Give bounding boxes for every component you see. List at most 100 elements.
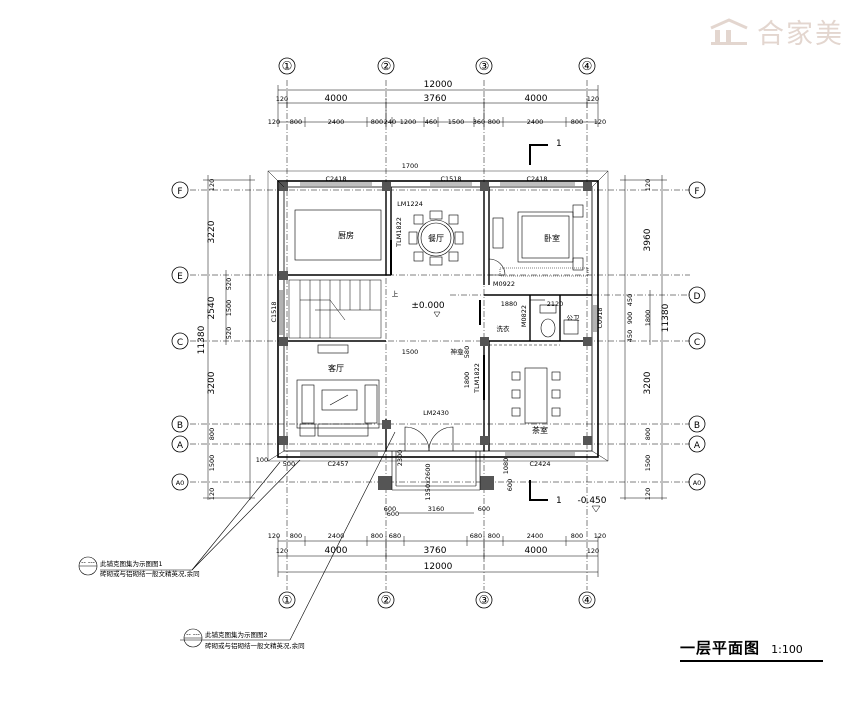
section-marks	[529, 144, 548, 501]
axis-bubbles-sides: F E C B A A0 F D C B A A0	[171, 181, 706, 491]
floor-level: ±0.000	[411, 301, 445, 311]
left-row-2: 2540	[207, 296, 217, 319]
dimension-text-bottom: 600 3160 600 120 800 2400 800 680 680 80…	[268, 505, 606, 572]
axis-c-right: C	[694, 338, 700, 348]
seg-top-10: 800	[488, 118, 500, 126]
room-wash: 洗衣	[497, 324, 511, 333]
dimension-lines-top	[277, 85, 599, 127]
left-sub-1: 520	[225, 278, 233, 290]
porch-dim-2: 3160	[428, 505, 445, 513]
axis-3-top: ③	[479, 59, 490, 73]
dimension-lines-bottom	[277, 512, 599, 577]
axis-e-left: E	[177, 272, 183, 282]
edge-left-top: 120	[276, 95, 288, 103]
kitchen-fixtures	[294, 209, 382, 261]
seg-bot-4: 800	[371, 532, 383, 540]
seg-top-5: 240	[384, 118, 396, 126]
window-labels: C2418 C1518 C2418 C1518 C2457 C2424 C091…	[270, 175, 604, 468]
right-row-5: 1500	[644, 455, 652, 472]
misc-dim-1500: 1500	[402, 348, 419, 356]
right-sub-3: 450	[626, 330, 634, 342]
left-edge-bottom: 120	[208, 488, 216, 500]
right-row-2: 1800	[644, 310, 652, 327]
right-sub-1: 450	[626, 294, 634, 306]
left-row-3: 3200	[207, 371, 217, 394]
axis-a-left: A	[177, 441, 184, 451]
edge-right-bottom: 120	[587, 547, 599, 555]
axis-c-left: C	[177, 338, 183, 348]
outer-walls	[277, 180, 599, 458]
seg-top-9: 360	[473, 118, 485, 126]
grid-lines	[190, 80, 690, 590]
bedroom-furniture	[492, 204, 589, 277]
bay-3-top: 4000	[525, 94, 548, 104]
misc-dim-1700: 1700	[402, 162, 419, 170]
left-row-4: 800	[208, 428, 216, 440]
left-sub-2: 1500	[225, 300, 233, 317]
porch-dim-3: 600	[478, 505, 490, 513]
drawing-title-scale: 1:100	[771, 643, 803, 656]
seg-top-1: 120	[268, 118, 280, 126]
note-2-title: 此铺克图集为示图图2	[205, 630, 268, 639]
right-edge-top: 120	[644, 179, 652, 191]
misc-dim-600b: 600	[506, 479, 514, 491]
watermark-text: 合家美	[757, 19, 844, 50]
bay-1-top: 4000	[325, 94, 348, 104]
corner-markers	[267, 170, 609, 462]
right-row-3: 3200	[643, 371, 653, 394]
axis-bubbles-top: ① ② ③ ④ ① ② ③ ④	[278, 57, 596, 609]
bay-3-bottom: 4000	[525, 546, 548, 556]
dimension-text-left: 120 3220 2540 3200 800 1500 120 520 1500…	[197, 179, 233, 500]
window-living-bottom: C2457	[327, 460, 348, 468]
note-1-title: 此铺克图集为示图图1	[100, 559, 163, 568]
misc-dim-2120: 2120	[547, 300, 564, 308]
axis-f-right: F	[694, 187, 699, 197]
tea-room-furniture	[489, 344, 561, 424]
misc-dim-100: 100	[256, 456, 268, 464]
door-kitchen-dining: LM1224	[397, 200, 423, 208]
outdoor-level: -0.450	[577, 496, 606, 506]
section-label-top: 1	[556, 139, 562, 149]
note-1-body: 砖砌或与铝砌结一般文精英况,余同	[100, 569, 200, 578]
edge-right-top: 120	[587, 95, 599, 103]
axis-1-bottom: ①	[282, 593, 293, 607]
seg-bot-5: 680	[389, 532, 401, 540]
porch	[391, 451, 481, 491]
seg-bot-1: 120	[268, 532, 280, 540]
axis-3-bottom: ③	[479, 593, 490, 607]
seg-top-13: 120	[594, 118, 606, 126]
door-entrance: LM2430	[423, 409, 449, 417]
door-wash: M0822	[520, 305, 528, 327]
door-bedroom: M0922	[493, 280, 515, 288]
level-marks: ±0.000 -0.450	[411, 301, 607, 513]
left-edge-top: 120	[208, 179, 216, 191]
door-kitchen-side: TLM1822	[395, 217, 403, 248]
note-leaders	[78, 431, 396, 648]
right-row-1: 3960	[643, 228, 653, 251]
total-width-bottom: 12000	[424, 562, 453, 572]
axis-b-left: B	[177, 421, 183, 431]
seg-top-11: 2400	[527, 118, 544, 126]
window-bedroom-top: C2418	[526, 175, 547, 183]
misc-dim-1880: 1880	[501, 300, 518, 308]
section-label-bottom: 1	[556, 496, 562, 506]
stair-up-label: 上	[392, 289, 399, 298]
axis-4-top: ④	[582, 59, 593, 73]
room-corridor: 神龛	[451, 347, 465, 356]
edge-left-bottom: 120	[276, 547, 288, 555]
drawing-title: 一层平面图 1:100	[680, 637, 823, 662]
seg-bot-10: 120	[594, 532, 606, 540]
note-2-ref: -- ---	[186, 630, 200, 638]
misc-dim-1800: 1800	[463, 372, 471, 389]
right-edge-bottom: 120	[644, 488, 652, 500]
seg-bot-6: 680	[470, 532, 482, 540]
seg-bot-9: 800	[571, 532, 583, 540]
door-labels: LM1224 TLM1822 M0922 M0822 TLM1822 LM243…	[395, 200, 528, 417]
window-kitchen-top: C2418	[325, 175, 346, 183]
room-tea: 茶室	[532, 425, 548, 435]
left-row-5: 1500	[208, 455, 216, 472]
dimension-text-top: 12000 120 4000 3760 4000 120 120 800 240…	[268, 80, 606, 126]
watermark: 合家美	[709, 12, 844, 53]
room-living: 客厅	[328, 363, 344, 373]
